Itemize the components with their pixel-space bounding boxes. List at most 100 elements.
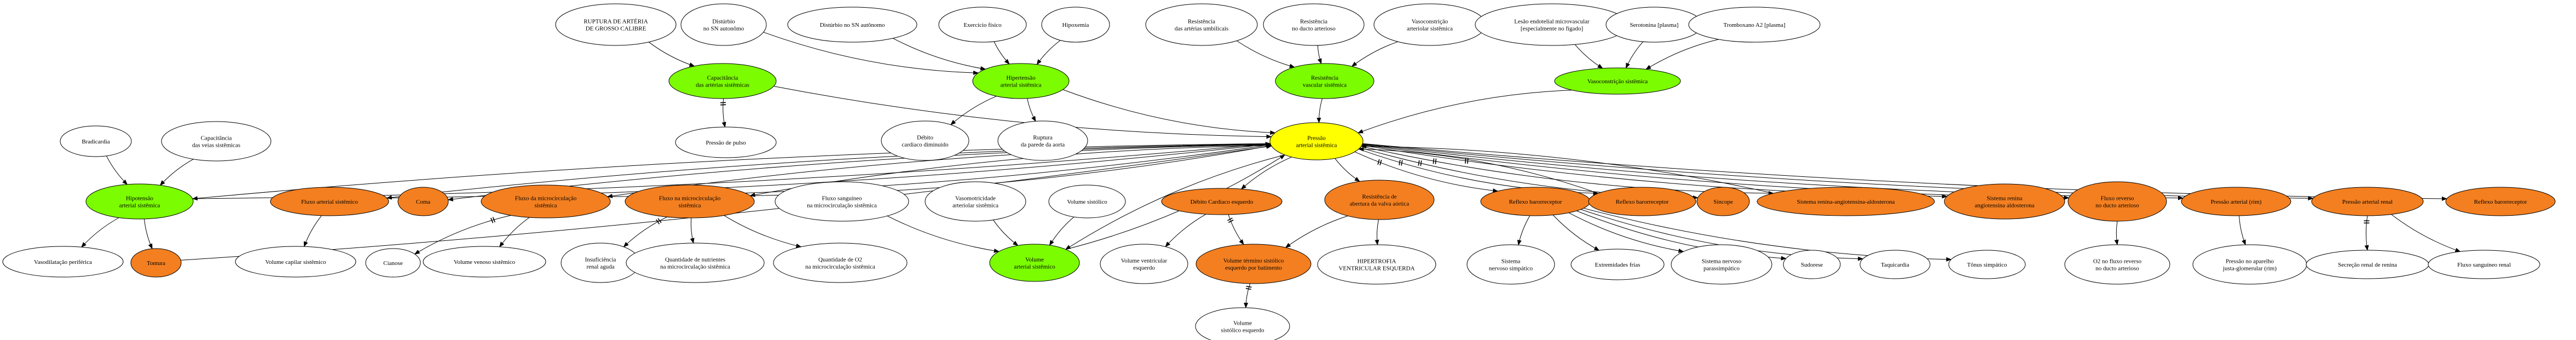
node-label: nervoso simpático — [1489, 266, 1533, 272]
node-label: Sistema — [1501, 258, 1521, 265]
node-label: Reflexo barorreceptor — [1509, 199, 1562, 205]
edge-has-to-ruptura_aorta — [1027, 98, 1036, 122]
node-pressao-pulso: Pressão de pulso — [675, 126, 777, 158]
edge-mark — [1377, 159, 1380, 165]
edge-mark — [1227, 217, 1233, 221]
node-shape — [1145, 3, 1258, 46]
edge-mark — [1435, 158, 1437, 164]
node-fluxo-art: Fluxo arterial sistêmico — [270, 187, 389, 216]
edge-hipo-to-vasodil — [81, 217, 119, 248]
node-label: Fluxo arterial sistêmico — [301, 199, 358, 205]
edge-fluxo_micro-to-cianose — [414, 215, 512, 255]
node-label: Volume capilar sistêmico — [265, 259, 326, 266]
node-shape — [1948, 250, 2026, 279]
node-label: arteriolar sistêmica — [952, 203, 998, 209]
node-label: Capacitância — [201, 135, 232, 142]
edge-fluxo_art-to-vol_cap — [303, 215, 322, 247]
edge-pa-to-vol_art — [1065, 154, 1285, 250]
edge-pa_renal-to-secrecao — [2364, 215, 2369, 251]
node-label: Capacitância — [707, 75, 738, 82]
node-label: parassimpático — [1703, 266, 1740, 272]
node-label: Insuficiência — [585, 257, 616, 263]
node-label: Resistência de — [1362, 194, 1396, 200]
node-vasoc: Vasoconstrição sistêmica — [1554, 67, 1681, 95]
node-debito-esq: Débito Cardíaco esquerdo — [1161, 188, 1283, 215]
node-label: Débito — [917, 135, 933, 141]
edge-has-to-debito_dim — [950, 96, 997, 125]
node-label: arterial sistêmico — [1014, 264, 1055, 270]
node-label: Vasomotricidade — [955, 195, 996, 202]
node-shape — [787, 7, 917, 43]
edge-sraa1-to-pa — [1360, 144, 1774, 194]
edge-hipo-to-tontura — [144, 218, 153, 250]
node-label: Pressão de pulso — [706, 140, 746, 146]
node-label: arteriolar sistêmica — [1407, 26, 1453, 32]
node-label: na microcirculação sistêmica — [807, 203, 877, 209]
node-label: das veias sistêmicas — [192, 142, 240, 149]
node-label: Fluxo reverso — [2101, 195, 2134, 202]
node-label: abertura da valva aórtica — [1350, 201, 1410, 208]
node-label: das artérias sistêmicas — [696, 82, 749, 89]
node-bradi: Bradicardia — [60, 125, 132, 157]
node-label: Reflexo barorreceptor — [2474, 199, 2527, 205]
node-label: na microcirculação sistêmica — [805, 264, 875, 270]
node-label: Tromboxano A2 [plasma] — [1723, 22, 1785, 28]
node-shape — [423, 246, 546, 278]
edge-exerc-to-has — [994, 41, 1010, 65]
node-label: sistêmica — [679, 203, 701, 209]
node-reflexo2: Reflexo barorreceptor — [1588, 187, 1696, 216]
edge-mark — [656, 219, 660, 224]
node-shape — [130, 248, 182, 278]
edge-pa_renal-to-fluxo_renal — [2391, 214, 2461, 252]
node-label: Hipertensão — [1006, 75, 1036, 82]
node-label: Ruptura — [1033, 135, 1053, 141]
node-label: O2 no fluxo reverso — [2093, 258, 2142, 265]
node-label: Volume ventricular — [1121, 258, 1168, 264]
node-shape — [60, 125, 132, 157]
node-hipox: Hipoxemia — [1041, 7, 1110, 43]
node-label: no ducto arterioso — [2095, 203, 2139, 209]
edge-mark — [1420, 160, 1422, 166]
node-shape — [2064, 244, 2170, 285]
edge-vol_term-to-vol_sist_esq — [1244, 283, 1251, 309]
node-shape — [989, 244, 1080, 282]
edge-mark — [492, 217, 495, 223]
node-shape — [1195, 307, 1290, 340]
node-label: Pressão arterial renal — [2342, 199, 2393, 205]
node-shape — [625, 185, 755, 218]
edge-pa_rim-to-pressao_jg — [2239, 215, 2246, 246]
node-fluxo-renal: Fluxo sanguíneo renal — [2428, 250, 2540, 279]
edge-lesao-to-vasoc — [1574, 44, 1603, 69]
node-label: Fluxo da microcirculação — [515, 195, 577, 202]
edge-fluxo_na_micro-to-qtd_o2 — [724, 215, 802, 248]
node-shape — [668, 63, 777, 99]
edge-mark — [490, 217, 494, 223]
node-label: esquerdo — [1133, 265, 1155, 272]
node-label: Volume sistólico — [1067, 199, 1107, 205]
edge-bradi-to-hipo — [106, 155, 128, 185]
node-label: Sistema renina — [1986, 195, 2022, 202]
node-label: no ducto arterioso — [1292, 26, 1336, 32]
edge-pa-to-fluxo_art — [386, 143, 1271, 200]
node-shape — [1570, 249, 1665, 280]
node-shape — [555, 3, 677, 46]
node-shape — [881, 120, 969, 161]
edge-cap_veias-to-hipo — [159, 159, 194, 186]
node-label: Pressão no aparelho — [2226, 258, 2274, 265]
node-shape — [680, 3, 767, 46]
node-shape — [161, 121, 272, 162]
node-sudorese: Sudorese — [1783, 250, 1841, 279]
node-taqui: Taquicardia — [1859, 250, 1931, 279]
edge-cap_art-to-pressao_pulso — [721, 98, 726, 128]
node-shape — [1317, 244, 1436, 285]
node-shape — [1161, 188, 1283, 215]
